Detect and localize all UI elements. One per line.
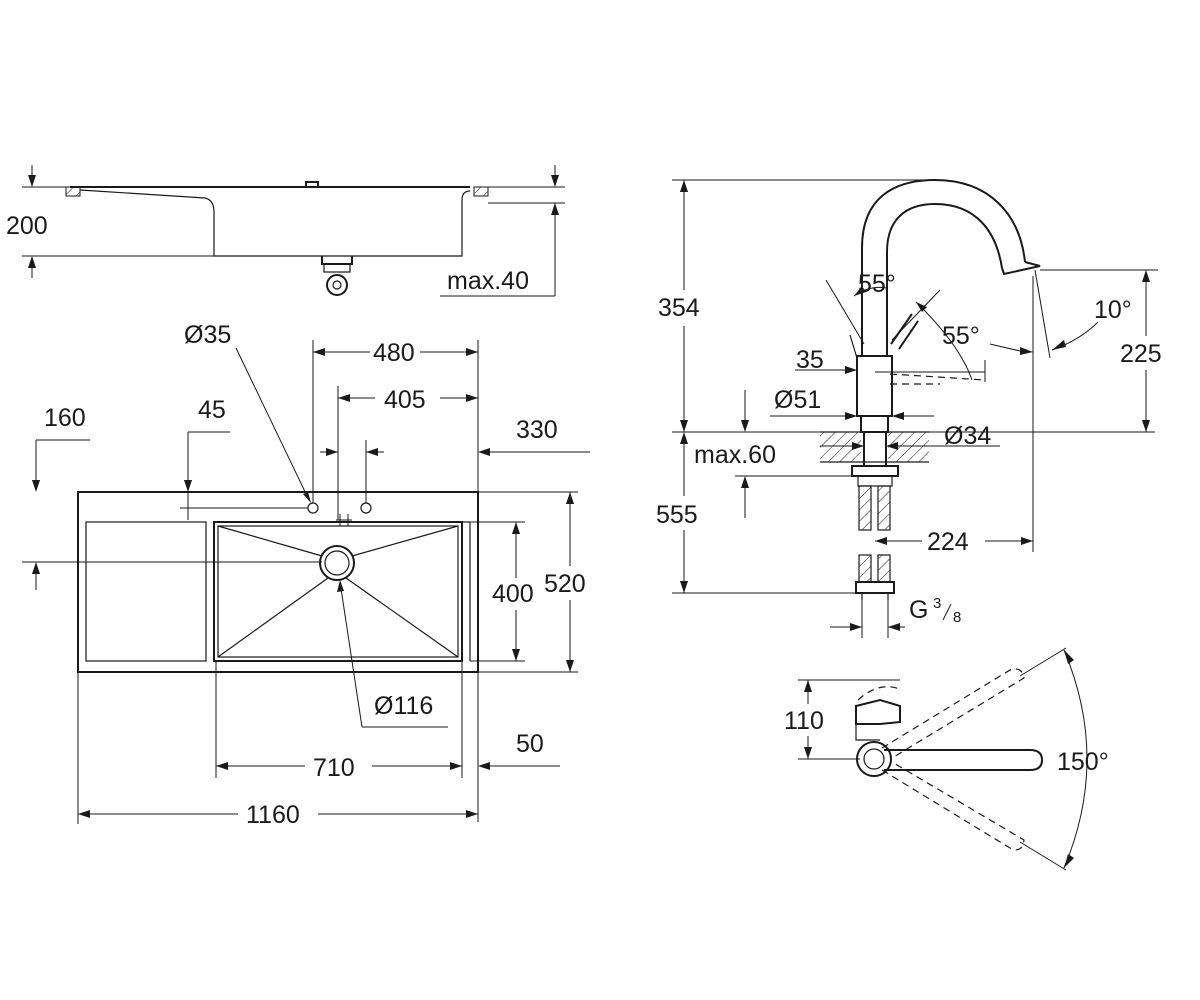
tap-shank-dia-label: Ø34	[944, 422, 991, 450]
tap-top-view	[798, 647, 1088, 871]
sink-overall-depth-label: 520	[544, 570, 586, 598]
sink-side-view	[22, 165, 565, 297]
tap-height-label: 354	[658, 294, 700, 322]
tap-handle-angle-label: 55°	[858, 270, 896, 298]
tap-spout-height-label: 225	[1120, 340, 1162, 368]
tap-side-view	[672, 178, 1158, 638]
tap-body-dia-label: Ø51	[774, 386, 821, 414]
tap-thread-num: 3	[933, 595, 941, 612]
tap-thread-den: 8	[953, 609, 961, 626]
sink-right-margin-label: 50	[516, 730, 544, 758]
sink-bowl-depth-label: 400	[492, 580, 534, 608]
tap-max-deck-label: max.60	[694, 441, 776, 469]
tap-hose-length-label: 555	[656, 501, 698, 529]
tap-depth-label: 110	[784, 707, 824, 735]
sink-hole-spacing-label: 405	[384, 386, 426, 414]
sink-top-view	[22, 340, 590, 824]
sink-waste-dia-label: Ø116	[374, 692, 433, 720]
tap-handle-angle2-label: 55°	[942, 322, 980, 350]
tap-thread-label: G	[909, 596, 928, 624]
sink-tap-offset-label: 480	[373, 339, 415, 367]
sink-bowl-width-label: 710	[313, 754, 355, 782]
sink-overall-width-label: 1160	[246, 801, 300, 829]
sink-hole-edge-label: 45	[198, 396, 226, 424]
sink-left-offset-label: 160	[44, 404, 86, 432]
sink-right-offset-label: 330	[516, 416, 558, 444]
sink-hole-dia-label: Ø35	[184, 321, 231, 349]
tap-handle-offset-label: 35	[796, 346, 824, 374]
tap-reach-label: 224	[927, 528, 969, 556]
tap-spout-angle-label: 10°	[1094, 296, 1132, 324]
tap-swivel-label: 150°	[1057, 748, 1109, 776]
sink-height-label: 200	[6, 212, 48, 240]
sink-max-thickness-label: max.40	[447, 267, 529, 295]
